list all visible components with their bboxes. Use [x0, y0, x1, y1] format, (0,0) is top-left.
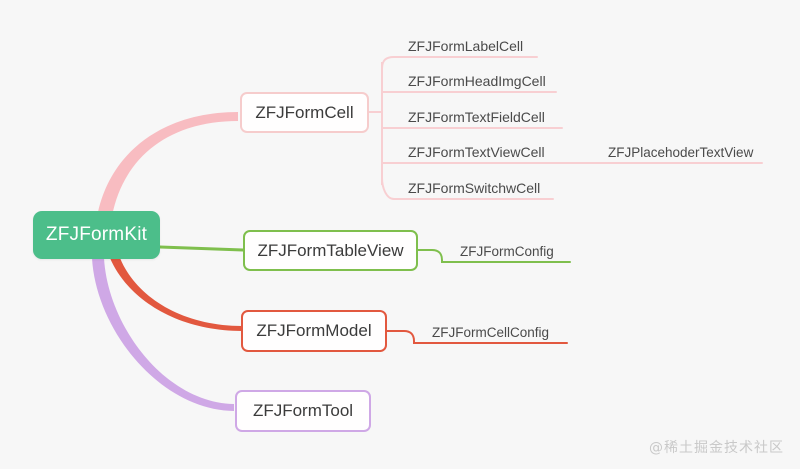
node-root-zfjformkit[interactable]: ZFJFormKit [33, 211, 160, 259]
branch-curve-model [110, 258, 242, 331]
node-branch-label-tableview: ZFJFormTableView [257, 240, 404, 260]
node-branch-zfjformcell[interactable]: ZFJFormCell [240, 92, 369, 133]
node-branch-label-cell: ZFJFormCell [255, 102, 354, 122]
node-root-label: ZFJFormKit [45, 224, 148, 245]
branch-curve-cell [98, 112, 238, 216]
leaf-zfjformcellconfig[interactable]: ZFJFormCellConfig [422, 318, 572, 343]
leaf-zfjformtextfieldcell[interactable]: ZFJFormTextFieldCell [394, 103, 569, 128]
node-branch-zfjformtool[interactable]: ZFJFormTool [235, 390, 371, 432]
node-branch-zfjformmodel[interactable]: ZFJFormModel [241, 310, 387, 352]
node-branch-label-model: ZFJFormModel [256, 321, 372, 340]
branch-curve-tool [92, 258, 234, 411]
leaf-label-textviewcell: ZFJFormTextViewCell [408, 144, 545, 160]
leaf-zfjformlabelcell[interactable]: ZFJFormLabelCell [394, 32, 544, 57]
leaf-zfjformswitchwcell[interactable]: ZFJFormSwitchwCell [394, 174, 559, 199]
leaf-zfjformconfig[interactable]: ZFJFormConfig [450, 237, 580, 262]
watermark-text: @稀土掘金技术社区 [649, 440, 784, 456]
leaf-label-headimgcell: ZFJFormHeadImgCell [408, 73, 546, 89]
leaf-label-switchwcell: ZFJFormSwitchwCell [408, 180, 541, 196]
leaf-label-formcellconfig: ZFJFormCellConfig [432, 325, 550, 340]
leaf-zfjplacehodertextview[interactable]: ZFJPlacehoderTextView [598, 138, 766, 163]
leaf-zfjformheadimgcell[interactable]: ZFJFormHeadImgCell [394, 67, 562, 92]
branch-line-tableview [158, 245, 245, 252]
leaf-zfjformtextviewcell[interactable]: ZFJFormTextViewCell [394, 138, 562, 163]
leaf-label-formconfig: ZFJFormConfig [460, 244, 554, 259]
leaf-label-labelcell: ZFJFormLabelCell [408, 38, 524, 54]
leaf-label-textfieldcell: ZFJFormTextFieldCell [408, 109, 545, 125]
watermark: @稀土掘金技术社区 [649, 437, 784, 457]
node-branch-label-tool: ZFJFormTool [252, 401, 354, 420]
node-branch-zfjformtableview[interactable]: ZFJFormTableView [243, 230, 418, 271]
leaf-label-placehodertextview: ZFJPlacehoderTextView [608, 145, 754, 160]
